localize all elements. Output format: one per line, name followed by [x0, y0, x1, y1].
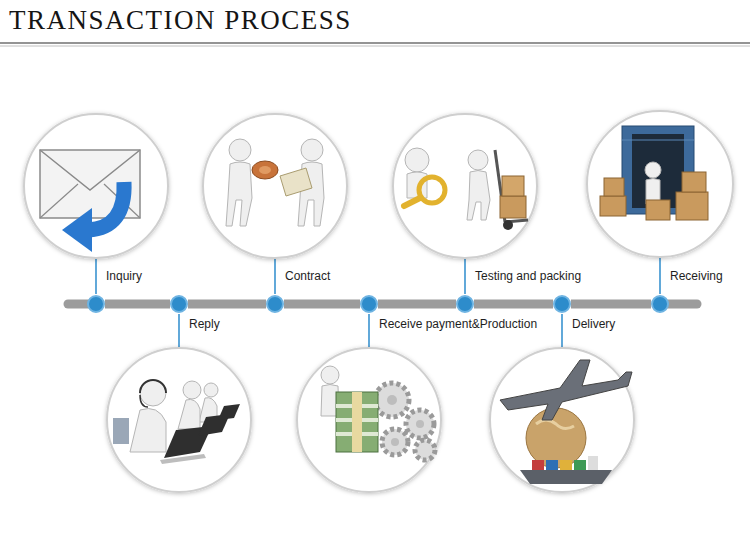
timeline-segment — [378, 304, 456, 305]
timeline-segment — [284, 304, 360, 305]
stage-label: Receive payment&Production — [379, 317, 537, 331]
contract-icon — [226, 139, 324, 226]
receiving-icon — [600, 126, 708, 220]
timeline-dot: Contract — [266, 295, 284, 313]
leader-lines — [96, 258, 660, 348]
timeline-dot: Receive payment&Production — [360, 295, 378, 313]
timeline-dot: Testing and packing — [456, 295, 474, 313]
testing-packing-icon — [404, 148, 528, 230]
stage-label: Delivery — [572, 317, 615, 331]
timeline-dot: Reply — [170, 295, 188, 313]
timeline-segment — [105, 304, 170, 305]
stage-label: Receiving — [670, 269, 723, 283]
picture-frames — [24, 111, 733, 492]
title-rule — [0, 43, 750, 46]
stage-label: Testing and packing — [475, 269, 581, 283]
timeline-dot: Receiving — [651, 295, 669, 313]
timeline-segment — [571, 304, 651, 305]
stage-label: Inquiry — [106, 269, 142, 283]
stage-label: Reply — [189, 317, 220, 331]
page-title: TRANSACTION PROCESS — [9, 5, 352, 36]
stage-label: Contract — [285, 269, 330, 283]
payment-production-icon — [321, 366, 435, 460]
timeline-ends — [68, 304, 697, 305]
timeline-segment — [474, 304, 553, 305]
timeline-dot: Delivery — [553, 295, 571, 313]
timeline-dot: Inquiry — [87, 295, 105, 313]
call-center-icon — [113, 380, 240, 464]
timeline-segment — [188, 304, 266, 305]
delivery-icon — [500, 360, 632, 484]
envelope-icon — [40, 150, 140, 252]
